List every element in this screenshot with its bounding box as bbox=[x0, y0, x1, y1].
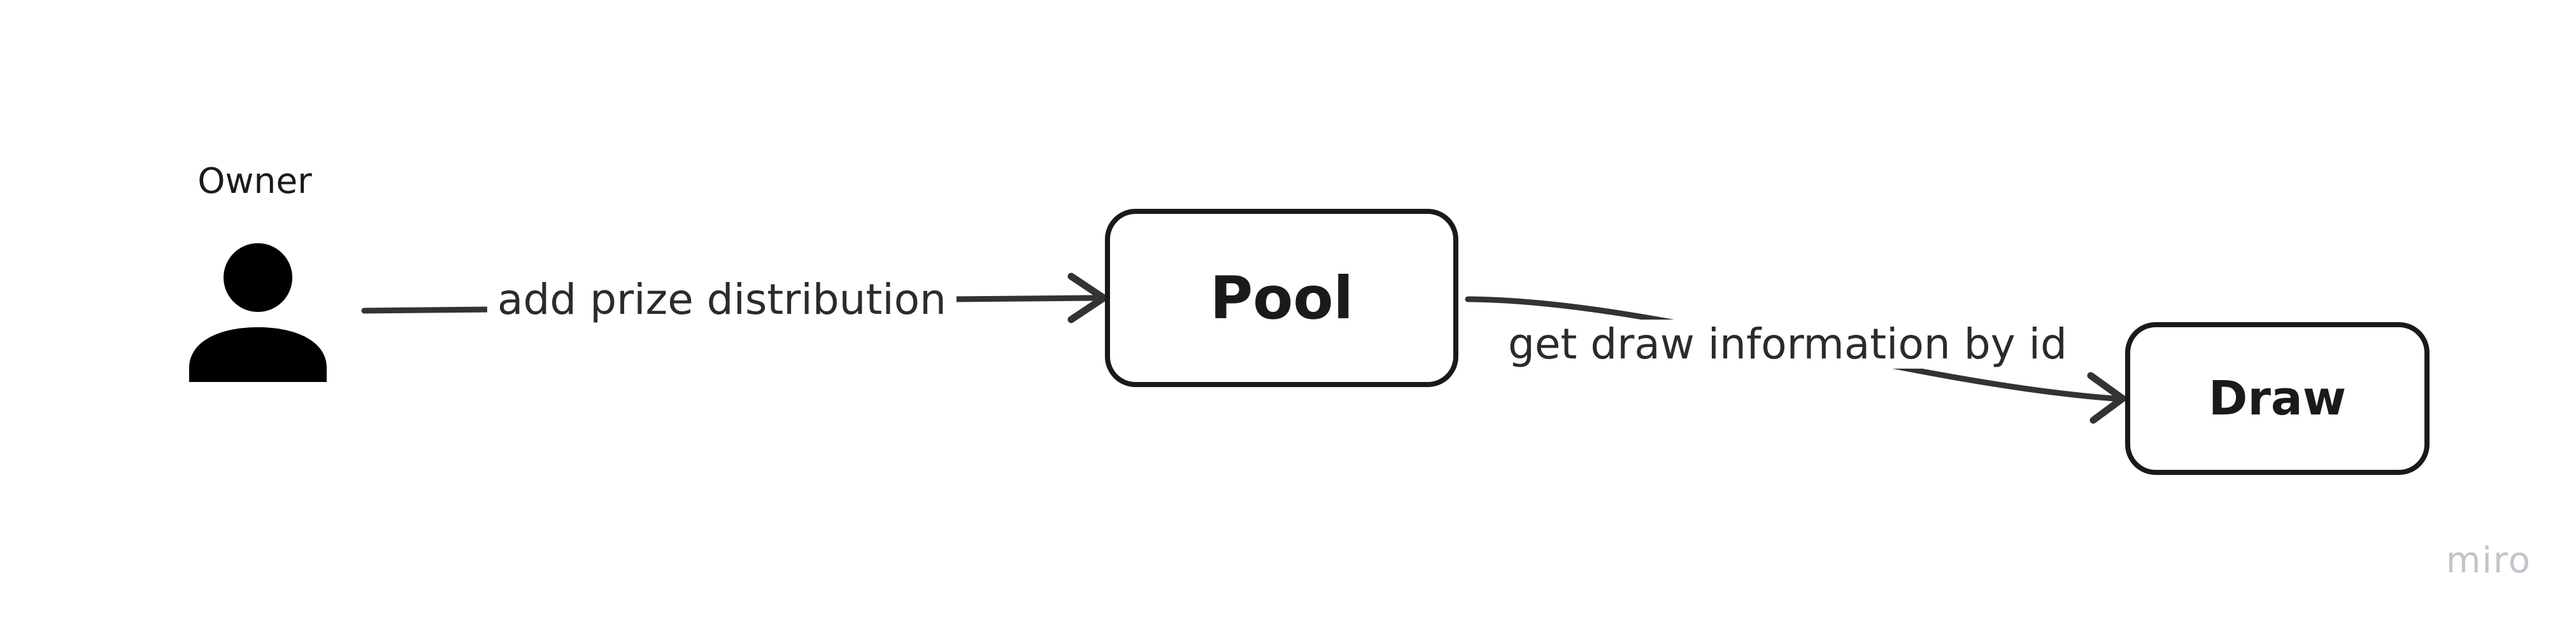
miro-watermark: miro bbox=[2445, 540, 2531, 581]
edge-label-add-prize-distribution: add prize distribution bbox=[487, 275, 957, 324]
edge-owner-to-pool bbox=[361, 295, 1097, 314]
arrowhead-draw bbox=[2087, 372, 2126, 424]
arrowhead-pool bbox=[1067, 272, 1107, 323]
person-icon bbox=[189, 243, 327, 382]
pool-node[interactable]: Pool bbox=[1105, 209, 1458, 387]
draw-node[interactable]: Draw bbox=[2125, 322, 2430, 475]
owner-label: Owner bbox=[197, 160, 312, 201]
draw-node-label: Draw bbox=[2208, 371, 2347, 426]
pool-node-label: Pool bbox=[1209, 264, 1354, 332]
edge-label-get-draw-information: get draw information by id bbox=[1498, 320, 2077, 369]
